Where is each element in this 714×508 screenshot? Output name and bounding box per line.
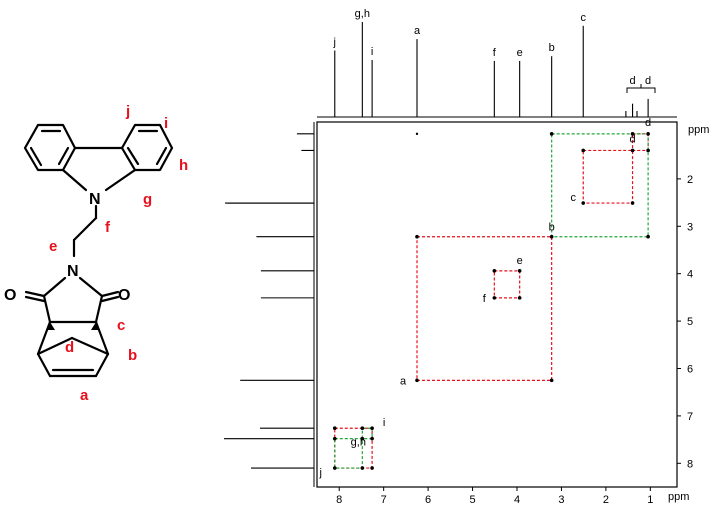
y-tick-label: 6 (687, 363, 693, 375)
x-tick-label: 8 (336, 494, 342, 506)
diagonal-peak (630, 148, 635, 153)
x-tick-label: 3 (558, 494, 564, 506)
y-tick-label: 8 (687, 458, 693, 470)
diagonal-peak (360, 436, 365, 441)
mol-label-i: i (164, 115, 168, 132)
diagonal-peaks (332, 132, 650, 470)
x-tick-label: 5 (469, 494, 475, 506)
diagonal-peak (581, 201, 586, 205)
top-peak-label: d (629, 75, 635, 87)
top-peak-label: a (414, 25, 421, 37)
mol-label-d: d (65, 339, 74, 356)
mol-label-g: g (143, 191, 152, 208)
correlation-box (361, 427, 373, 440)
atom-o-left: O (4, 287, 16, 304)
top-peak-label: b (549, 42, 555, 54)
x-axis-label: ppm (668, 491, 689, 503)
top-peak-label: e (517, 47, 523, 59)
diagonal-label: d (629, 133, 635, 145)
cross-peak (370, 466, 374, 470)
diagonal-label: i (383, 417, 385, 429)
y-tick-label: 3 (687, 221, 693, 233)
mol-label-j: j (125, 103, 130, 120)
cross-peak (549, 132, 554, 136)
diagonal-peak (492, 296, 497, 300)
mol-label-e: e (49, 238, 57, 255)
top-peak-label: j (333, 37, 336, 49)
y-axis-label: ppm (688, 124, 709, 136)
mol-label-a: a (80, 387, 89, 404)
cross-peak (549, 378, 554, 383)
diagonal-peak (415, 378, 419, 383)
correlation-box (334, 438, 363, 469)
cross-peak (646, 234, 650, 239)
diagonal-label: f (483, 293, 487, 305)
x-tick-label: 7 (381, 494, 387, 506)
correlation-box (582, 149, 634, 204)
diagonal-peak (370, 426, 374, 431)
x-tick-label: 1 (647, 494, 653, 506)
cross-peak (630, 201, 635, 205)
y-axis: 2 3 4 5 6 7 8 (677, 174, 693, 470)
top-1d-spectrum (334, 22, 649, 117)
plot-frame (316, 121, 678, 488)
mol-label-c: c (117, 317, 125, 334)
cross-peak (360, 426, 365, 431)
mol-label-f: f (105, 219, 111, 236)
atom-n-carbazole: N (89, 191, 101, 208)
correlation-box (493, 270, 521, 299)
d-bracket (626, 87, 656, 93)
top-peak-label: i (371, 46, 373, 58)
y-tick-label: 2 (687, 174, 693, 186)
correlation-box (416, 236, 553, 381)
diagonal-peak (332, 466, 337, 470)
diagonal-label: d (645, 117, 651, 129)
diagonal-label: b (549, 222, 555, 234)
mol-label-h: h (179, 157, 188, 174)
cross-peak (492, 269, 497, 273)
mol-label-b: b (128, 347, 137, 364)
atom-o-right: O (118, 287, 130, 304)
diagonal-peak (646, 132, 650, 136)
top-peak-label: c (580, 12, 586, 24)
y-tick-label: 5 (687, 316, 693, 328)
cross-peak (415, 234, 419, 239)
diagonal-label: e (517, 255, 523, 267)
y-tick-label: 7 (687, 411, 693, 423)
top-peak-label: d (645, 75, 651, 87)
top-peak-label: g,h (355, 8, 370, 20)
x-tick-label: 2 (603, 494, 609, 506)
top-peak-label: f (493, 47, 497, 59)
x-tick-label: 4 (514, 494, 520, 506)
molecule-structure: N N O O a b c d e f g h i j (4, 103, 188, 404)
artifact-dot (415, 132, 419, 136)
diagonal-label: j (319, 467, 322, 479)
diagonal-label: a (400, 375, 407, 387)
correlation-boxes (334, 133, 649, 469)
left-1d-spectrum (224, 133, 314, 469)
cross-peak (630, 132, 635, 136)
diagonal-label: g,h (351, 437, 366, 449)
y-tick-label: 4 (687, 269, 693, 281)
cross-peak (581, 148, 586, 153)
diagonal-label: c (570, 192, 576, 204)
atom-n-imide: N (67, 263, 79, 280)
correlation-box (631, 133, 649, 152)
x-axis: 8 7 6 5 4 3 2 1 (336, 487, 653, 506)
correlation-box (551, 133, 649, 238)
cross-peak (370, 436, 374, 441)
x-tick-label: 6 (425, 494, 431, 506)
cross-peak (332, 436, 337, 441)
cross-peak (360, 466, 365, 470)
diagonal-peak (549, 234, 554, 239)
cross-peak (517, 296, 522, 300)
diagonal-labels: dd c b e f a i g,h j (319, 117, 652, 479)
cross-peak (646, 148, 650, 153)
diagonal-peak (517, 269, 522, 273)
cross-peak (332, 426, 337, 431)
